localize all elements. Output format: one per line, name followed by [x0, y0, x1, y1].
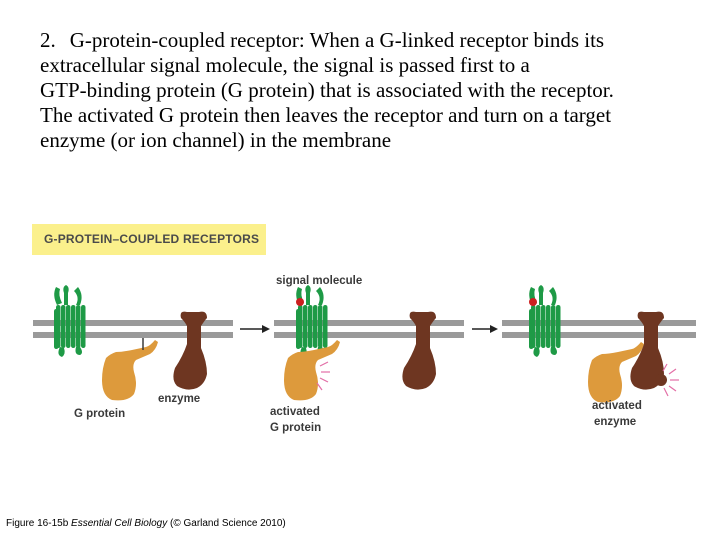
figure-caption: Figure 16-15b Essential Cell Biology (© … — [6, 518, 286, 529]
label-activated-g-protein-line1: activated — [270, 406, 320, 418]
activation-rays-3 — [662, 363, 679, 397]
text-line-4: The activated G protein then leaves the … — [40, 103, 612, 127]
text-line-2: extracellular signal molecule, the signa… — [40, 53, 530, 77]
enzyme-active-site — [655, 374, 667, 386]
signal-molecule-3 — [529, 298, 537, 306]
text-line-5: enzyme (or ion channel) in the membrane — [40, 128, 392, 152]
label-enzyme: enzyme — [158, 393, 200, 405]
caption-suffix: (© Garland Science 2010) — [167, 518, 286, 529]
caption-book-title: Essential Cell Biology — [71, 518, 168, 529]
membrane-3-lower — [502, 332, 696, 338]
membrane-1-lower — [33, 332, 233, 338]
label-activated-enzyme-line2: enzyme — [594, 416, 636, 428]
membrane-3 — [502, 320, 696, 326]
label-activated-g-protein-line2: G protein — [270, 422, 321, 434]
membrane-2 — [274, 320, 464, 326]
activation-rays-2 — [316, 361, 330, 391]
description-text: 2.G-protein-coupled receptor: When a G-l… — [40, 28, 710, 153]
membrane-1 — [33, 320, 233, 326]
caption-prefix: Figure 16-15b — [6, 518, 72, 529]
activated-g-protein-2 — [284, 340, 340, 401]
text-line-3: GTP-binding protein (G protein) that is … — [40, 78, 614, 102]
figure-banner: G-PROTEIN–COUPLED RECEPTORS — [32, 224, 266, 255]
g-protein-1 — [102, 340, 158, 401]
arrowhead-1 — [262, 325, 270, 333]
label-g-protein: G protein — [74, 408, 125, 420]
label-signal-molecule: signal molecule — [276, 275, 362, 287]
membrane-2-lower — [274, 332, 464, 338]
item-number: 2. — [40, 28, 56, 52]
signal-molecule-2 — [296, 298, 304, 306]
label-activated-enzyme-line1: activated — [592, 400, 642, 412]
banner-title: G-PROTEIN–COUPLED RECEPTORS — [44, 232, 260, 246]
arrowhead-2 — [490, 325, 498, 333]
text-line-1: 2.G-protein-coupled receptor: When a G-l… — [40, 28, 605, 52]
